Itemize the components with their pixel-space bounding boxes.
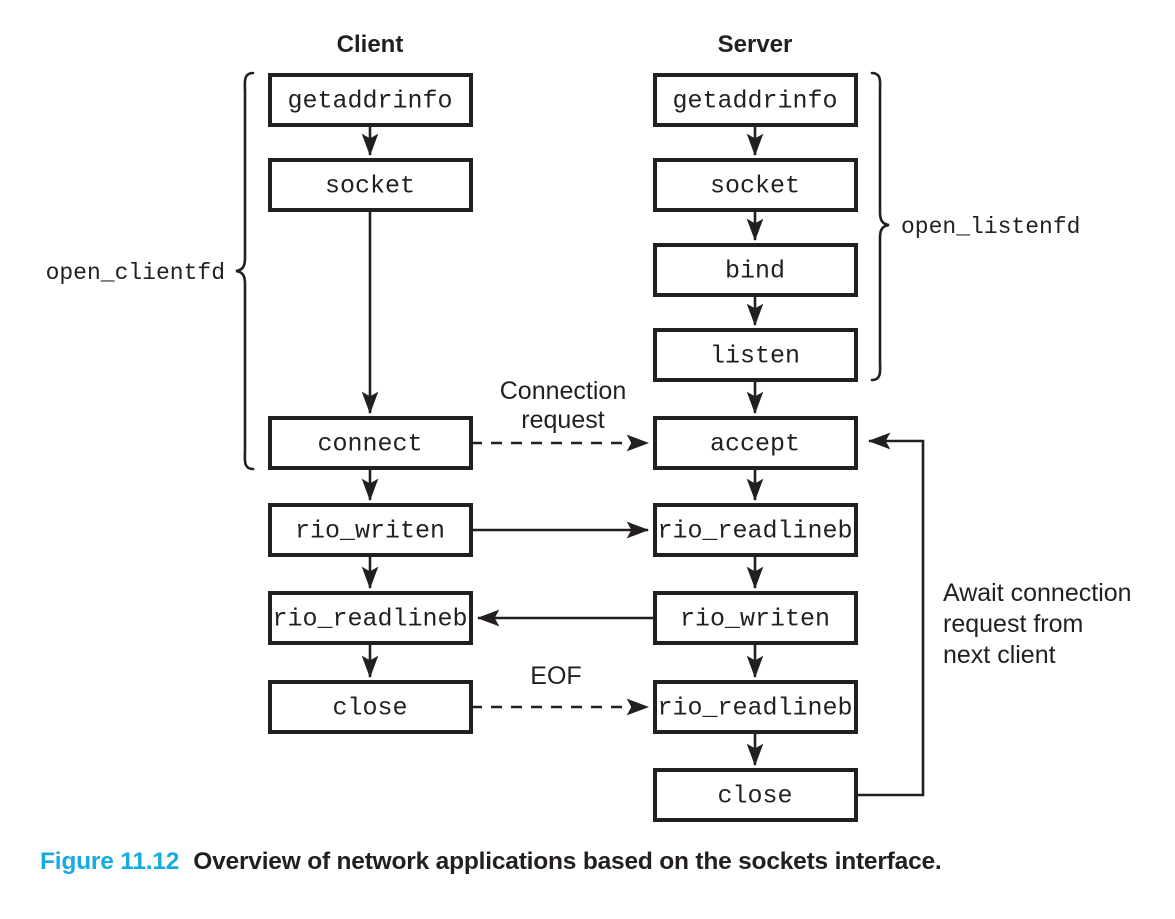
client-step-rio-readlineb-label: rio_readlineb bbox=[272, 605, 467, 634]
edge-await-next-connection-loop bbox=[856, 432, 925, 797]
server-step-close-label: close bbox=[717, 782, 792, 811]
client-step-close[interactable]: close bbox=[268, 680, 473, 734]
server-step-getaddrinfo-label: getaddrinfo bbox=[672, 87, 837, 116]
connection-request-label-line2: request bbox=[521, 406, 604, 434]
client-step-rio-readlineb[interactable]: rio_readlineb bbox=[268, 591, 473, 645]
await-connection-label-line3: next client bbox=[943, 641, 1056, 669]
client-step-connect[interactable]: connect bbox=[268, 416, 473, 470]
client-column-header: Client bbox=[337, 31, 404, 58]
client-step-rio-writen[interactable]: rio_writen bbox=[268, 503, 473, 557]
server-column-header: Server bbox=[718, 31, 793, 58]
server-step-bind[interactable]: bind bbox=[653, 243, 858, 297]
open-clientfd-brace bbox=[235, 71, 255, 471]
server-step-rio-readlineb-2-label: rio_readlineb bbox=[657, 694, 852, 723]
server-step-bind-label: bind bbox=[725, 257, 785, 286]
open-listenfd-label: open_listenfd bbox=[901, 214, 1080, 240]
figure-caption-number: Figure 11.12 bbox=[40, 848, 180, 875]
server-step-rio-writen[interactable]: rio_writen bbox=[653, 591, 858, 645]
server-step-listen[interactable]: listen bbox=[653, 328, 858, 382]
client-step-close-label: close bbox=[332, 694, 407, 723]
client-step-socket[interactable]: socket bbox=[268, 158, 473, 212]
server-step-rio-readlineb-label: rio_readlineb bbox=[657, 517, 852, 546]
figure-caption: Figure 11.12 Overview of network applicat… bbox=[40, 848, 1140, 876]
client-step-connect-label: connect bbox=[317, 430, 422, 459]
server-step-accept-label: accept bbox=[710, 430, 800, 459]
await-connection-label-line1: Await connection bbox=[943, 579, 1132, 607]
server-step-listen-label: listen bbox=[710, 342, 800, 371]
open-listenfd-brace bbox=[870, 71, 890, 382]
connection-request-label-line1: Connection bbox=[500, 377, 626, 405]
server-step-accept[interactable]: accept bbox=[653, 416, 858, 470]
eof-label: EOF bbox=[530, 662, 581, 690]
server-step-socket[interactable]: socket bbox=[653, 158, 858, 212]
server-step-rio-readlineb[interactable]: rio_readlineb bbox=[653, 503, 858, 557]
server-step-getaddrinfo[interactable]: getaddrinfo bbox=[653, 73, 858, 127]
server-step-rio-writen-label: rio_writen bbox=[680, 605, 830, 634]
client-step-getaddrinfo[interactable]: getaddrinfo bbox=[268, 73, 473, 127]
client-step-getaddrinfo-label: getaddrinfo bbox=[287, 87, 452, 116]
await-connection-label-line2: request from bbox=[943, 610, 1083, 638]
server-step-socket-label: socket bbox=[710, 172, 800, 201]
server-step-rio-readlineb-2[interactable]: rio_readlineb bbox=[653, 680, 858, 734]
open-clientfd-label: open_clientfd bbox=[46, 260, 225, 286]
client-step-rio-writen-label: rio_writen bbox=[295, 517, 445, 546]
server-step-close[interactable]: close bbox=[653, 768, 858, 822]
client-step-socket-label: socket bbox=[325, 172, 415, 201]
figure-caption-title: Overview of network applications based o… bbox=[193, 848, 942, 875]
